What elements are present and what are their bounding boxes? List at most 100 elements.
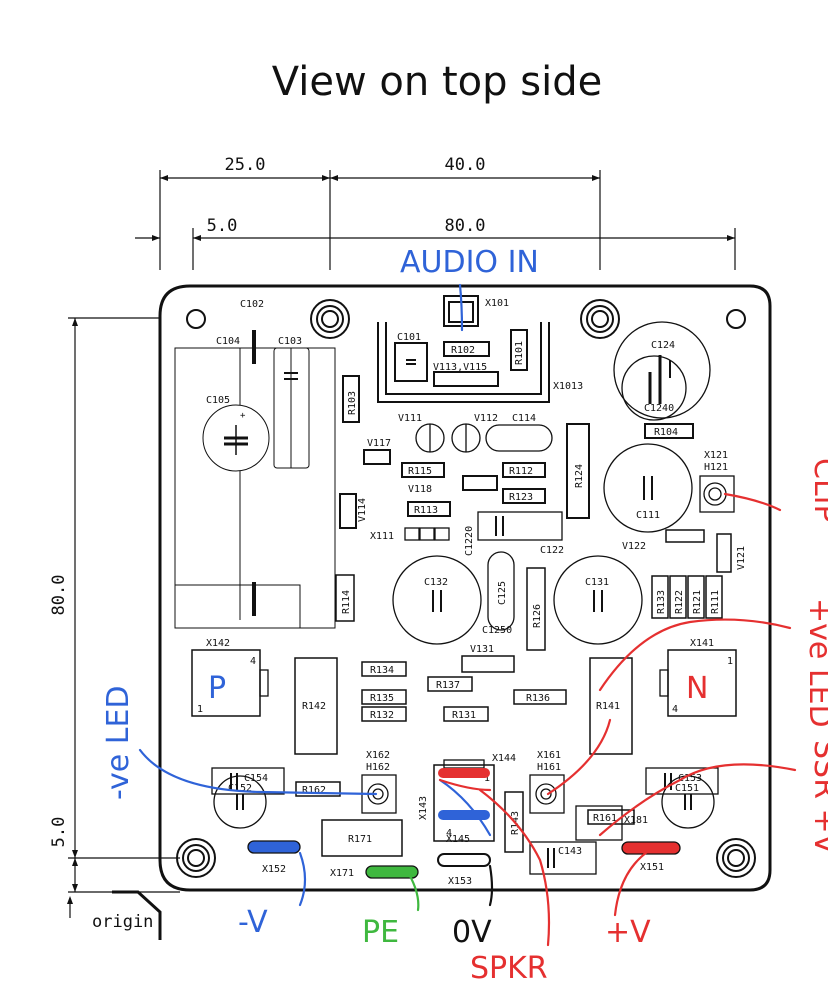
lbl-c104: C104 [216, 336, 240, 347]
lbl-v111: V111 [398, 413, 422, 424]
lbl-r161: R161 [593, 813, 617, 824]
lbl-r162: R162 [302, 785, 326, 796]
lbl-c102: C102 [240, 299, 264, 310]
lbl-c105: C105 [206, 395, 230, 406]
dim-5-top: 5.0 [207, 216, 238, 236]
lbl-r126: R126 [532, 604, 543, 628]
lbl-r114: R114 [341, 590, 352, 614]
mounting-holes [176, 299, 756, 878]
lbl-r111: R111 [710, 590, 721, 614]
lbl-x162: X162 [366, 750, 390, 761]
lbl-c122: C122 [540, 545, 564, 556]
lbl-x141: X141 [690, 638, 714, 649]
lbl-x1013: X1013 [553, 381, 583, 392]
lbl-x181: X181 [624, 815, 648, 826]
dim-40: 40.0 [445, 155, 486, 175]
connector-letter-n: N [686, 671, 708, 706]
lbl-c125: C125 [497, 581, 508, 605]
lbl-x144: X144 [492, 753, 516, 764]
origin-corner [112, 890, 162, 940]
lbl-v121: V121 [736, 546, 747, 570]
top-dimensions [135, 170, 736, 270]
lbl-c103: C103 [278, 336, 302, 347]
lbl-r133: R133 [656, 590, 667, 614]
lbl-r112: R112 [509, 466, 533, 477]
annotation-pos-led: +ve LED [802, 598, 828, 728]
lbl-v122: V122 [622, 541, 646, 552]
pin-1-x142: 1 [197, 704, 203, 715]
lbl-r136: R136 [526, 693, 550, 704]
lbl-x121: X121 [704, 450, 728, 461]
lbl-v112: V112 [474, 413, 498, 424]
annotation-spkr: SPKR [470, 951, 548, 986]
pin-4-x142: 4 [250, 656, 256, 667]
lbl-x152: X152 [262, 864, 286, 875]
lbl-r115: R115 [408, 466, 432, 477]
dim-25: 25.0 [225, 155, 266, 175]
lbl-c152: C152 [228, 783, 252, 794]
lbl-c131: C131 [585, 577, 609, 588]
svg-text:+: + [240, 411, 246, 421]
lbl-r123: R123 [509, 492, 533, 503]
board-outline [158, 284, 772, 892]
lbl-c154: C154 [244, 773, 268, 784]
lbl-c111: C111 [636, 510, 660, 521]
lbl-r141: R141 [596, 701, 620, 712]
lbl-c124: C124 [651, 340, 675, 351]
annotation-pe: PE [362, 915, 399, 950]
lbl-x143: X143 [418, 796, 429, 820]
lbl-r101: R101 [514, 341, 525, 365]
annotation-audio-in: AUDIO IN [400, 245, 539, 280]
lbl-x142: X142 [206, 638, 230, 649]
terminal-pads [247, 768, 681, 879]
dim-80-top: 80.0 [445, 216, 486, 236]
lbl-r113: R113 [414, 505, 438, 516]
pin-4-x141: 4 [672, 704, 678, 715]
lbl-h121: H121 [704, 462, 728, 473]
lbl-c1250: C1250 [482, 625, 512, 636]
lbl-r124: R124 [574, 464, 585, 488]
lbl-x161: X161 [537, 750, 561, 761]
lbl-c143: C143 [558, 846, 582, 857]
lbl-v117: V117 [367, 438, 391, 449]
lbl-c101: C101 [397, 332, 421, 343]
lbl-r171: R171 [348, 834, 372, 845]
lbl-v131: V131 [470, 644, 494, 655]
dim-5-left: 5.0 [49, 817, 69, 848]
lbl-x151: X151 [640, 862, 664, 873]
annotation-ssr: SSR +V [807, 740, 828, 855]
lbl-c1220: C1220 [464, 526, 475, 556]
lbl-c114: C114 [512, 413, 536, 424]
lbl-x171: X171 [330, 868, 354, 879]
lbl-r131: R131 [452, 710, 476, 721]
lbl-r102: R102 [451, 345, 475, 356]
origin-label: origin [92, 912, 153, 932]
dimension-arrows [152, 175, 735, 241]
annotation-plus-v: +V [605, 915, 651, 950]
lbl-x101: X101 [485, 298, 509, 309]
lbl-v113: V113,V115 [433, 362, 487, 373]
lbl-r134: R134 [370, 665, 394, 676]
lbl-v114: V114 [357, 498, 368, 522]
lbl-x111: X111 [370, 531, 394, 542]
lbl-r135: R135 [370, 693, 394, 704]
annotation-minus-v: -V [238, 905, 268, 940]
lbl-r103: R103 [347, 391, 358, 415]
lbl-r137: R137 [436, 680, 460, 691]
left-dimensions [68, 317, 180, 893]
c104-block: + [174, 330, 336, 629]
page-title: View on top side [272, 59, 602, 105]
handwritten-wires [138, 283, 797, 947]
lbl-c1240: C1240 [644, 403, 674, 414]
lbl-r132: R132 [370, 710, 394, 721]
lbl-h162: H162 [366, 762, 390, 773]
pin-1-x144: 1 [484, 773, 490, 784]
lbl-r104: R104 [654, 427, 678, 438]
connector-letter-p: P [208, 671, 226, 706]
lbl-c153: C153 [678, 773, 702, 784]
pin-4-x144: 4 [446, 828, 452, 839]
dim-80-left: 80.0 [49, 575, 69, 616]
lbl-r122: R122 [674, 590, 685, 614]
lbl-r142: R142 [302, 701, 326, 712]
